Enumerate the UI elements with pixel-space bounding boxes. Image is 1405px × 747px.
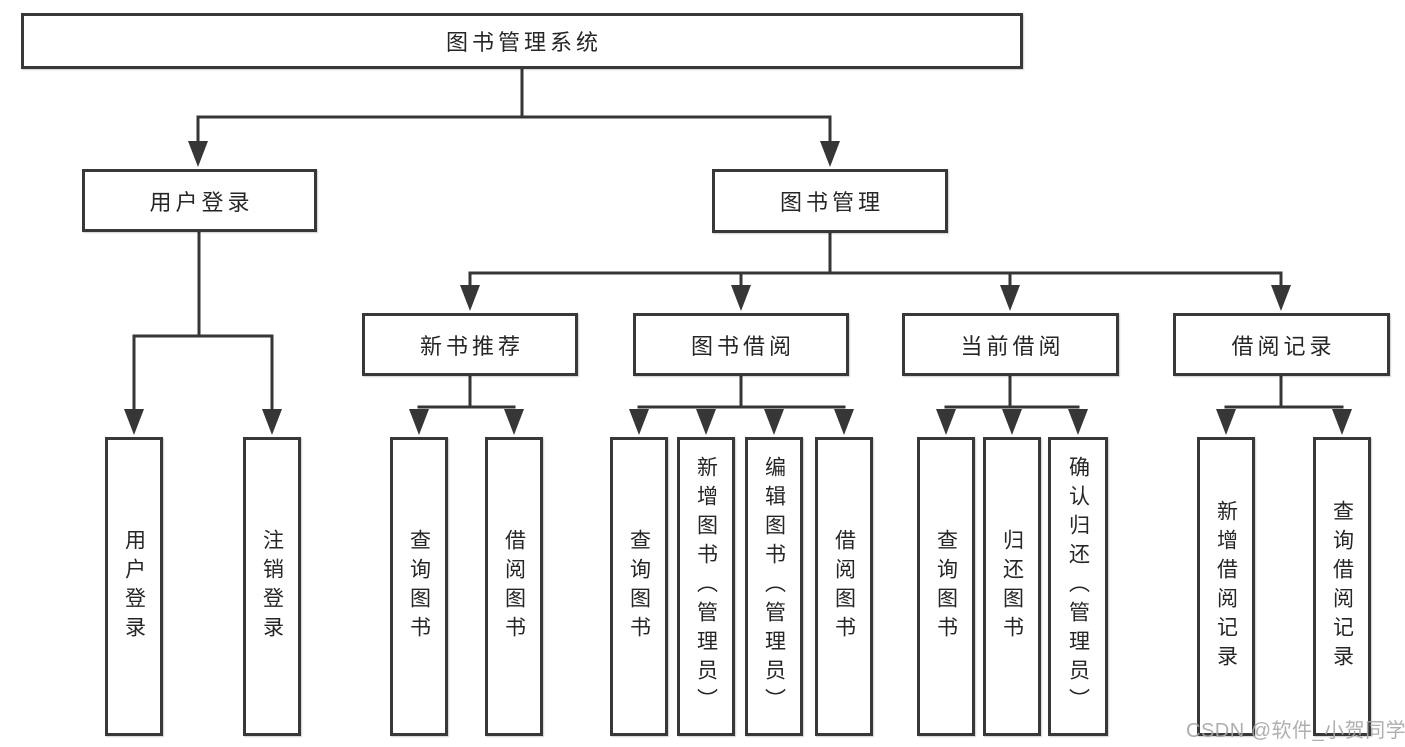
leaf-label: 编辑图书（管理员） [762, 456, 786, 717]
leaf-query-books-recommend: 查询图书 [390, 437, 448, 736]
leaf-label: 归还图书 [1000, 528, 1024, 645]
node-book-management: 图书管理 [712, 169, 948, 233]
csdn-watermark: CSDN @软件_小贺同学 [1186, 720, 1405, 742]
node-current-borrowing: 当前借阅 [902, 313, 1119, 376]
leaf-label: 借阅图书 [502, 528, 526, 645]
leaf-label: 新增借阅记录 [1214, 499, 1238, 674]
leaf-query-books-borrowing: 查询图书 [610, 437, 668, 736]
leaf-label: 查询借阅记录 [1330, 499, 1354, 674]
leaf-borrow-books-recommend: 借阅图书 [485, 437, 543, 736]
node-label: 当前借阅 [960, 333, 1065, 359]
leaf-label: 查询图书 [627, 528, 651, 645]
node-label: 图书借阅 [690, 333, 795, 359]
leaf-add-books-admin: 新增图书（管理员） [677, 437, 735, 736]
node-label: 用户登录 [149, 189, 254, 215]
node-book-borrowing: 图书借阅 [633, 313, 849, 376]
leaf-return-books: 归还图书 [983, 437, 1041, 736]
leaf-label: 查询图书 [407, 528, 431, 645]
leaf-edit-books-admin: 编辑图书（管理员） [745, 437, 803, 736]
leaf-add-borrow-record: 新增借阅记录 [1197, 437, 1255, 736]
node-root-library-system: 图书管理系统 [21, 13, 1023, 69]
leaf-user-login: 用户登录 [105, 437, 163, 736]
leaf-label: 新增图书（管理员） [694, 456, 718, 717]
leaf-label: 注销登录 [260, 528, 284, 645]
leaf-label: 查询图书 [934, 528, 958, 645]
leaf-label: 确认归还（管理员） [1066, 456, 1090, 717]
leaf-label: 借阅图书 [832, 528, 856, 645]
leaf-query-borrow-record: 查询借阅记录 [1313, 437, 1371, 736]
node-label: 新书推荐 [419, 333, 524, 359]
node-label: 借阅记录 [1231, 333, 1336, 359]
leaf-borrow-books: 借阅图书 [815, 437, 873, 736]
leaf-label: 用户登录 [122, 528, 146, 645]
leaf-query-books-current: 查询图书 [917, 437, 975, 736]
node-label: 图书管理系统 [445, 30, 602, 55]
node-label: 图书管理 [779, 190, 884, 215]
node-borrowing-records: 借阅记录 [1173, 313, 1390, 376]
node-new-book-recommend: 新书推荐 [362, 313, 578, 376]
leaf-confirm-return-admin: 确认归还（管理员） [1048, 437, 1108, 736]
node-user-login: 用户登录 [82, 169, 317, 232]
leaf-logout: 注销登录 [243, 437, 301, 736]
